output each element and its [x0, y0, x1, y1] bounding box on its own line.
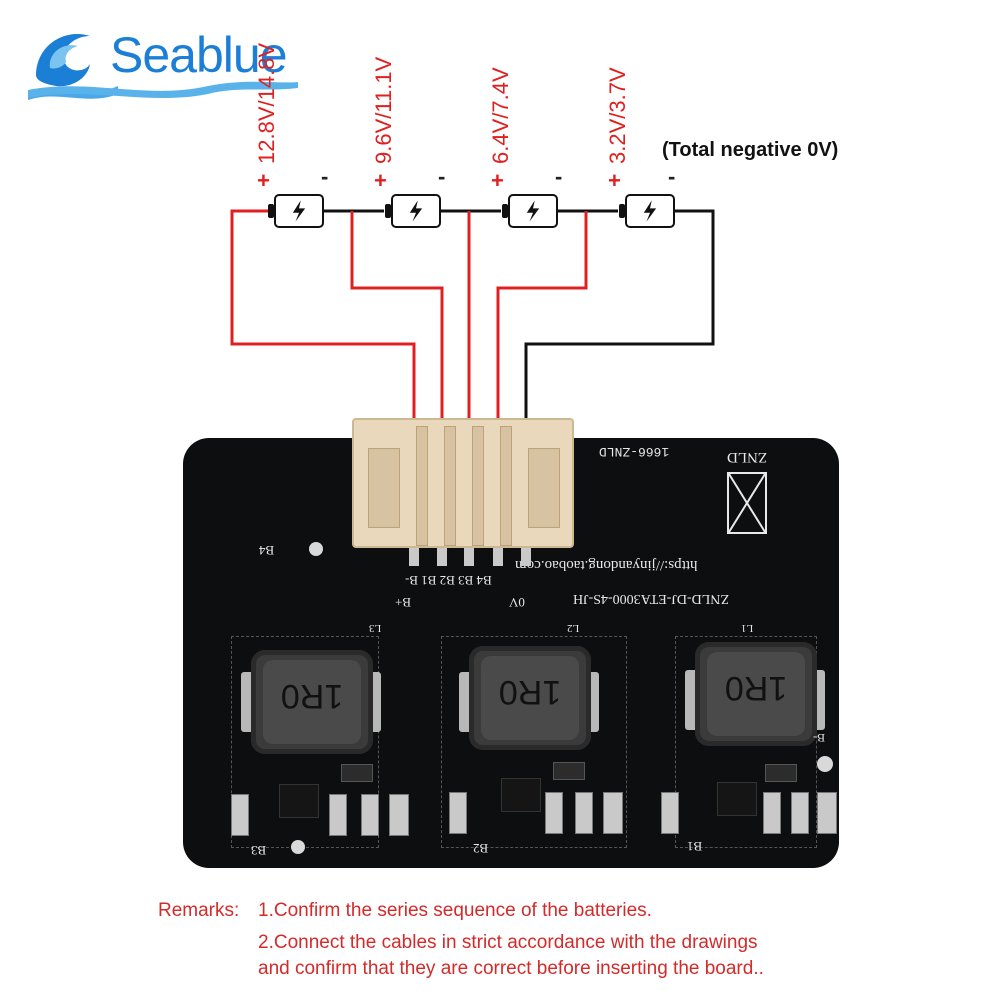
plus-sign: +: [374, 168, 387, 193]
module-outline: [231, 636, 379, 848]
smd-part: [661, 792, 679, 834]
inductor-label: L2: [567, 622, 580, 634]
connector-pin: [521, 548, 531, 566]
battery-terminal: [268, 204, 274, 218]
remarks-prefix: Remarks:: [158, 900, 240, 921]
inductor-label: L1: [741, 622, 754, 634]
smd-part: [329, 794, 347, 836]
pin-labels: B4 B3 B2 B1 B-: [405, 573, 492, 588]
remarks-line-1: 1.Confirm the series sequence of the bat…: [258, 900, 652, 921]
bminus-label: B-: [813, 731, 825, 745]
connector-latch: [368, 448, 400, 528]
minus-sign: -: [321, 164, 329, 189]
connector-pin: [464, 548, 474, 566]
connector-rib: [500, 426, 512, 546]
battery-terminal: [619, 204, 625, 218]
brand-name: Seablue: [110, 27, 287, 83]
inductor: 1R0: [695, 642, 817, 746]
inductor-marking: 1R0: [498, 673, 562, 711]
smd-part: [361, 794, 379, 836]
inductor-label: L3: [369, 622, 382, 634]
smd-part: [449, 792, 467, 834]
remarks-line-3: and confirm that they are correct before…: [258, 958, 764, 979]
b4-mark: B4: [259, 543, 275, 558]
wire-b4: [230, 209, 416, 560]
smd-part: [341, 764, 373, 782]
battery-cell-icon: [625, 194, 675, 228]
battery-cell-icon: [508, 194, 558, 228]
znld-logo-box: [727, 472, 767, 534]
inductor: 1R0: [251, 650, 373, 754]
brand-logo: Seablue: [28, 14, 298, 104]
connector-rib: [444, 426, 456, 546]
board-header-code: 1666-ZNLD: [599, 444, 670, 459]
board-model: ZNLD-DJ-ETA3000-4S-JH: [573, 591, 729, 606]
connector-latch: [528, 448, 560, 528]
connector-rib: [416, 426, 428, 546]
smd-part: [763, 792, 781, 834]
connector-rib: [472, 426, 484, 546]
smd-part: [817, 792, 837, 834]
smd-part: [575, 792, 593, 834]
connector-pin: [493, 548, 503, 566]
inductor-marking: 1R0: [280, 677, 344, 715]
plus-sign: +: [491, 168, 504, 193]
ic-chip: [717, 782, 757, 816]
wave-underline-icon: [28, 81, 298, 98]
wire-b-minus: [524, 209, 715, 560]
battery-terminal: [502, 204, 508, 218]
module-label: B2: [473, 841, 489, 856]
remarks-line-2: 2.Connect the cables in strict accordanc…: [258, 932, 758, 953]
connector-pin: [409, 548, 419, 566]
minus-sign: -: [668, 164, 676, 189]
battery-terminal: [385, 204, 391, 218]
module-outline: [441, 636, 627, 848]
smd-part: [791, 792, 809, 834]
smd-part: [765, 764, 797, 782]
board-url: https://jinyandong.taobao.com: [515, 557, 698, 573]
module-label: B1: [687, 839, 703, 854]
smd-part: [545, 792, 563, 834]
jst-connector: [352, 418, 574, 548]
znld-logo-text: ZNLD: [727, 449, 767, 465]
total-negative-note: (Total negative 0V): [662, 139, 839, 161]
minus-sign: -: [438, 164, 446, 189]
zero-v-label: 0V: [509, 595, 525, 610]
module-outline: [675, 636, 817, 848]
inductor-marking: 1R0: [724, 669, 788, 707]
smd-part: [553, 762, 585, 780]
mounting-hole: [309, 542, 323, 556]
mounting-hole: [291, 840, 305, 854]
inductor: 1R0: [469, 646, 591, 750]
connector-pin: [437, 548, 447, 566]
battery-cell-icon: [391, 194, 441, 228]
module-label: B3: [251, 843, 267, 858]
plus-sign: +: [608, 168, 621, 193]
smd-part: [231, 794, 249, 836]
ic-chip: [501, 778, 541, 812]
minus-sign: -: [555, 164, 563, 189]
ic-chip: [279, 784, 319, 818]
smd-part: [603, 792, 623, 834]
mounting-hole: [817, 756, 833, 772]
bplus-label: B+: [395, 595, 412, 610]
plus-sign: +: [257, 168, 270, 193]
smd-part: [389, 794, 409, 836]
battery-cell-icon: [274, 194, 324, 228]
